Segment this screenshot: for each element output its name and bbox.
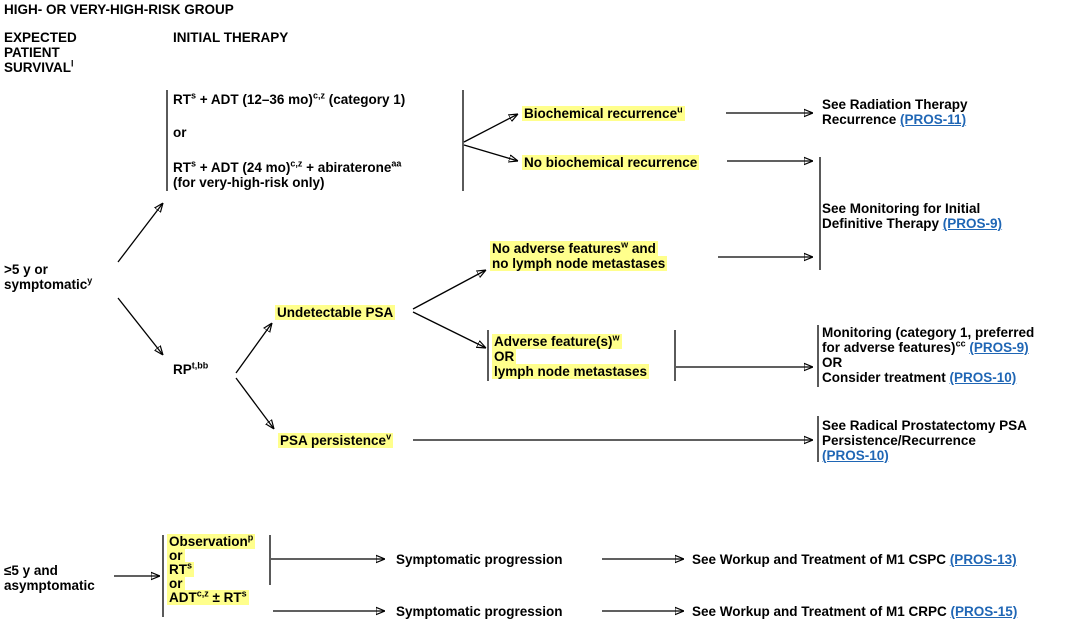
rt-option-1: RTs + ADT (12–36 mo)c,z (category 1) [173, 90, 406, 107]
persistence-result: See Radical Prostatectomy PSA Persistenc… [822, 418, 1027, 463]
arrow-to-adverse [412, 311, 486, 348]
pros-13-link[interactable]: (PROS-13) [949, 552, 1017, 567]
m1-cspc-result: See Workup and Treatment of M1 CSPC (PRO… [692, 552, 1017, 567]
pros-15-link[interactable]: (PROS-15) [950, 604, 1018, 619]
adverse-result-or: OR [822, 355, 843, 370]
header-line-2: PATIENT [4, 45, 60, 60]
survival-short-line1: ≤5 y and [4, 563, 58, 578]
arrow-to-no-adverse [412, 270, 486, 310]
expected-survival-header: EXPECTED PATIENT SURVIVALl [4, 30, 77, 75]
survival-short-line2: asymptomatic [4, 578, 95, 593]
rp-label: RPt,bb [173, 360, 209, 377]
see-rt-recurrence-line1: See Radiation Therapy [822, 97, 968, 112]
no-adverse-features-box: No adverse featuresw and no lymph node m… [490, 239, 668, 271]
arrow-rp-to-persistence [235, 377, 274, 429]
survival-long: >5 y or symptomaticy [4, 262, 92, 292]
adverse-result: Monitoring (category 1, preferred for ad… [822, 325, 1035, 385]
survival-long-line2: symptomaticy [4, 275, 93, 292]
no-biochemical-recurrence-box: No biochemical recurrence [522, 155, 700, 170]
persistence-result-line2: Persistence/Recurrence [822, 433, 976, 448]
arrow-to-rt-branch [117, 203, 163, 263]
arrow-to-rp-branch [117, 297, 163, 355]
survival-long-line1: >5 y or [4, 262, 48, 277]
pros-11-link[interactable]: (PROS-11) [900, 112, 967, 127]
initial-therapy-header: INITIAL THERAPY [173, 30, 289, 45]
monitoring-initial-line1: See Monitoring for Initial [822, 201, 981, 216]
header-line-3: SURVIVALl [4, 58, 74, 75]
arrow-to-no-biochemical-recurrence [463, 144, 518, 161]
pros-9-link-monitoring[interactable]: (PROS-9) [942, 216, 1003, 231]
monitoring-initial: See Monitoring for Initial Definitive Th… [822, 201, 1003, 231]
symptomatic-progression-1: Symptomatic progression [396, 552, 563, 567]
pros-9-link-adverse[interactable]: (PROS-9) [969, 340, 1029, 355]
pros-10-link-treatment[interactable]: (PROS-10) [949, 370, 1017, 385]
rt-option-2: RTs + ADT (24 mo)c,z + abirateroneaa [173, 158, 402, 175]
page-header: HIGH- OR VERY-HIGH-RISK GROUP [4, 2, 234, 17]
survival-short: ≤5 y and asymptomatic [4, 563, 95, 593]
rt-option-2-note: (for very-high-risk only) [173, 175, 325, 190]
undetectable-psa-box: Undetectable PSA [275, 305, 396, 320]
arrow-rp-to-undetectable [235, 323, 272, 374]
adverse-result-line1: Monitoring (category 1, preferred [822, 325, 1035, 340]
see-rt-recurrence: See Radiation Therapy Recurrence (PROS-1… [822, 97, 968, 127]
adverse-features-box: Adverse feature(s)w OR lymph node metast… [492, 332, 650, 379]
rt-or: or [173, 125, 187, 140]
psa-persistence-box: PSA persistencev [278, 431, 394, 448]
header-line-1: EXPECTED [4, 30, 77, 45]
persistence-result-line1: See Radical Prostatectomy PSA [822, 418, 1027, 433]
arrow-to-biochemical-recurrence [463, 114, 518, 143]
symptomatic-progression-2: Symptomatic progression [396, 604, 563, 619]
short-options-box: Observationp or RTs or ADTc,z ± RTs [167, 532, 256, 605]
m1-crpc-result: See Workup and Treatment of M1 CRPC (PRO… [692, 604, 1018, 619]
pros-10-link-persistence[interactable]: (PROS-10) [822, 448, 889, 463]
biochemical-recurrence-box: Biochemical recurrenceu [522, 104, 685, 121]
